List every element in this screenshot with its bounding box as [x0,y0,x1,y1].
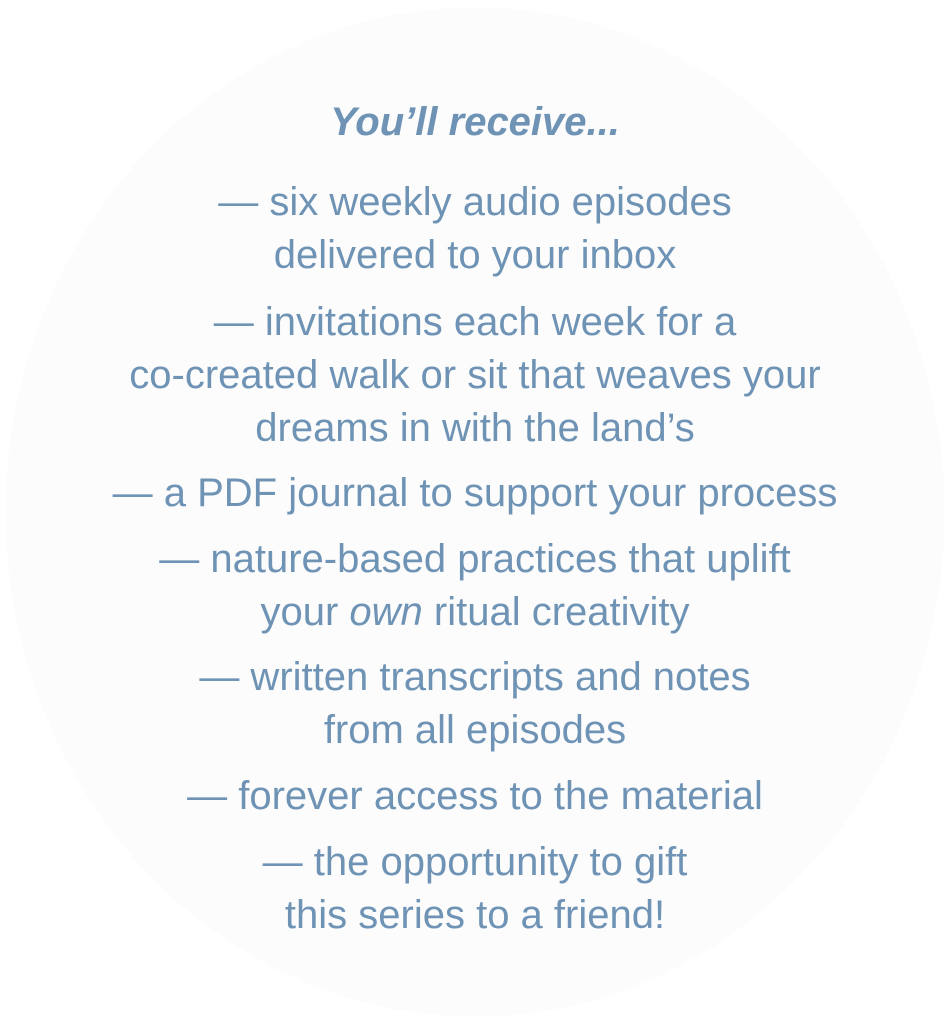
list-item: — nature-based practices that uplift you… [0,533,950,639]
list-item: — written transcripts and notes from all… [0,651,950,757]
item-line: co-created walk or sit that weaves your [129,353,821,397]
item-line: delivered to your inbox [273,233,677,277]
list-item: — forever access to the material [0,770,950,823]
item-line: from all episodes [323,708,627,752]
item-line: — invitations each week for a [213,300,737,344]
list-item: — invitations each week for a co-created… [0,296,950,455]
item-line: — forever access to the material [187,774,763,818]
item-line: — a PDF journal to support your process [112,471,838,515]
item-line: — six weekly audio episodes [218,180,732,224]
item-line: dreams in with the land’s [255,406,695,450]
heading: You’ll receive... [330,100,620,144]
text-fragment: ritual creativity [422,590,690,634]
background-circle [6,8,944,1016]
item-line: — written transcripts and notes [199,655,751,699]
emphasis-text: own [349,590,423,634]
list-item: — six weekly audio episodes delivered to… [0,176,950,282]
item-line: — the opportunity to gift [262,840,688,884]
list-item: — a PDF journal to support your process [0,467,950,520]
text-fragment: your [260,590,350,634]
list-item: — the opportunity to gift this series to… [0,836,950,942]
item-line: this series to a friend! [284,893,666,937]
item-line: your own ritual creativity [0,586,950,639]
item-line: — nature-based practices that uplift [159,537,791,581]
